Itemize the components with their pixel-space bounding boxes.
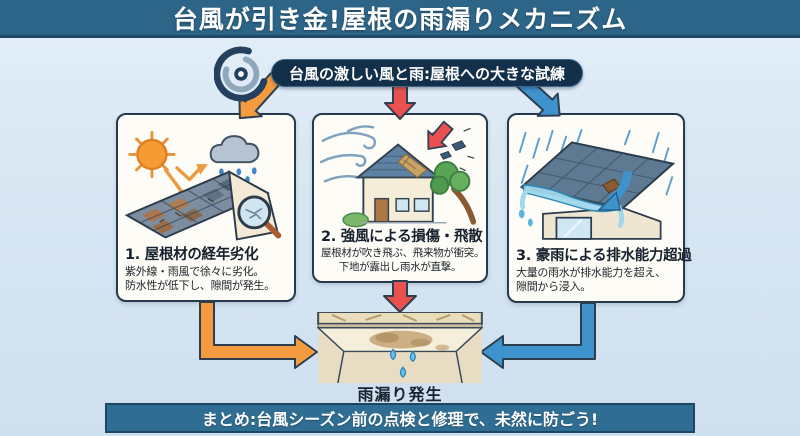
motion-ticks bbox=[459, 127, 475, 172]
summary-banner: まとめ:台風シーズン前の点検と修理で、未然に防ごう! bbox=[105, 403, 695, 433]
bush-icon bbox=[342, 212, 369, 228]
panel-aging: 1. 屋根材の経年劣化 紫外線・雨風で徐々に劣化。 防水性が低下し、隙間が発生。 bbox=[116, 113, 296, 302]
tile-cracks bbox=[159, 198, 215, 223]
leak-drops bbox=[389, 348, 416, 378]
wind-icon bbox=[319, 125, 377, 183]
summary-text: まとめ:台風シーズン前の点検と修理で、未然に防ごう! bbox=[201, 410, 599, 429]
exposed-sheathing bbox=[397, 153, 428, 179]
subtitle-text: 台風の激しい風と雨:屋根への大きな試練 bbox=[288, 64, 565, 83]
magnifier-icon bbox=[237, 195, 282, 239]
rain-cloud-icon bbox=[209, 135, 260, 184]
arrow-blue-elbow bbox=[480, 302, 596, 369]
panel3-illustration bbox=[518, 128, 676, 240]
uv-arrows bbox=[163, 166, 202, 195]
panel1-heading: 1. 屋根材の経年劣化 bbox=[125, 246, 259, 263]
heavy-rain bbox=[518, 128, 674, 196]
panel1-body: 紫外線・雨風で徐々に劣化。 防水性が低下し、隙間が発生。 bbox=[125, 264, 275, 292]
house-icon bbox=[354, 143, 442, 223]
wood-grain bbox=[331, 314, 475, 322]
typhoon-icon bbox=[213, 45, 268, 103]
panel3-body: 大量の雨水が排水能力を超え、 隙間から浸入。 bbox=[516, 265, 666, 293]
arrow-red-mid bbox=[383, 280, 417, 313]
sun-icon bbox=[128, 130, 176, 179]
page-title: 台風が引き金!屋根の雨漏りメカニズム bbox=[172, 4, 628, 34]
panel2-body: 屋根材が吹き飛ぶ、飛来物が衝突。 下地が露出し雨水が直撃。 bbox=[321, 247, 485, 273]
panel2-illustration bbox=[319, 120, 477, 228]
panel-wind-damage: 2. 強風による損傷・飛散 屋根材が吹き飛ぶ、飛来物が衝突。 下地が露出し雨水が… bbox=[312, 113, 488, 283]
leak-ceiling-figure bbox=[316, 311, 484, 384]
panel3-heading: 3. 豪雨による排水能力超過 bbox=[516, 247, 692, 264]
panel1-illustration bbox=[124, 130, 282, 241]
subtitle-pill: 台風の激しい風と雨:屋根への大きな試練 bbox=[271, 59, 583, 87]
arrow-orange-elbow bbox=[199, 301, 318, 369]
impact-arrow bbox=[427, 120, 454, 151]
water-stain bbox=[369, 330, 450, 351]
tree-icon bbox=[429, 161, 477, 225]
wall-window bbox=[542, 207, 662, 240]
title-banner: 台風が引き金!屋根の雨漏りメカニズム bbox=[0, 0, 800, 38]
roof-slab bbox=[519, 141, 676, 210]
uv-arrowhead-2 bbox=[196, 164, 208, 175]
overflow-arrow bbox=[597, 170, 633, 211]
wall-folds bbox=[337, 351, 463, 384]
panel2-heading: 2. 強風による損傷・飛散 bbox=[321, 229, 483, 246]
leak-label: 雨漏り発生 bbox=[357, 385, 443, 404]
panel-overflow: 3. 豪雨による排水能力超過 大量の雨水が排水能力を超え、 隙間から浸入。 bbox=[507, 113, 692, 303]
